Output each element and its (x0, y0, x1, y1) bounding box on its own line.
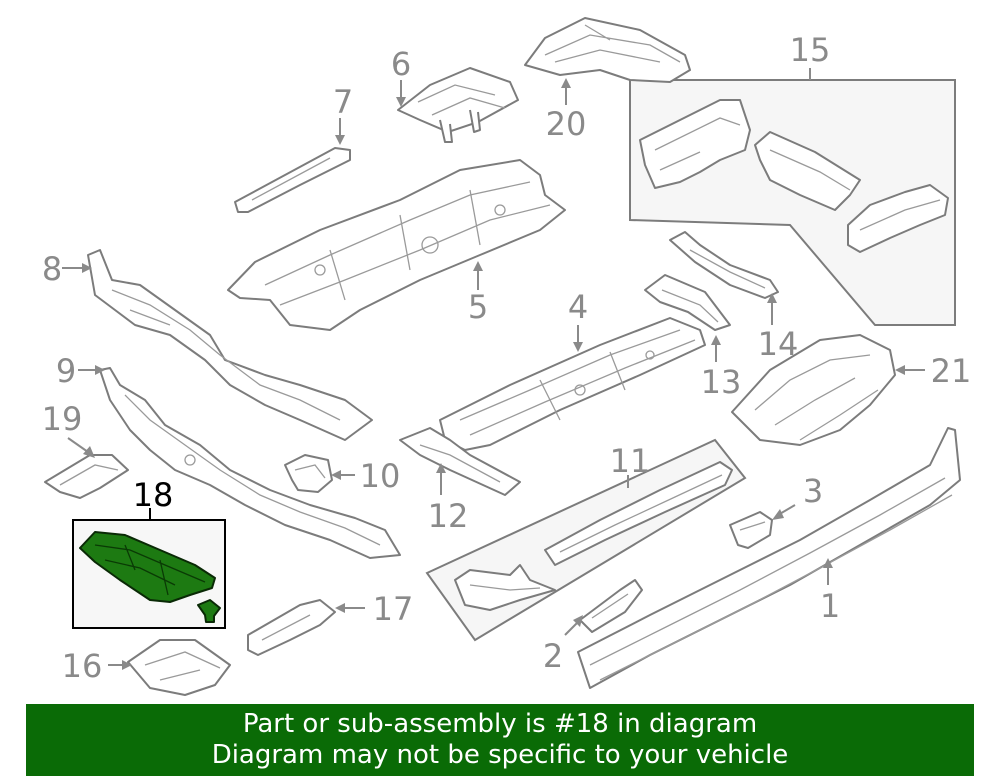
part-17[interactable] (247, 599, 336, 656)
part-9[interactable] (99, 367, 401, 559)
callout-2: 2 (543, 637, 563, 675)
part-8[interactable] (87, 249, 373, 441)
callout-7: 7 (333, 83, 353, 121)
callout-11: 11 (610, 442, 651, 480)
part-12[interactable] (399, 427, 521, 496)
part-5[interactable] (227, 159, 566, 331)
part-7[interactable] (234, 147, 351, 213)
part-4[interactable] (439, 317, 706, 451)
part-16[interactable] (127, 639, 231, 696)
callout-12: 12 (428, 497, 469, 535)
part-2[interactable] (579, 579, 643, 633)
banner-line-2: Diagram may not be specific to your vehi… (211, 740, 789, 770)
callout-4: 4 (568, 288, 588, 326)
callout-15: 15 (790, 31, 831, 69)
callout-1: 1 (820, 587, 840, 625)
banner-line-1: Part or sub-assembly is #18 in diagram (242, 709, 758, 739)
part-3[interactable] (729, 511, 773, 549)
part-19[interactable] (44, 454, 129, 499)
callout-13: 13 (701, 363, 742, 401)
callout-8: 8 (42, 250, 62, 288)
part-6[interactable] (397, 67, 519, 143)
part-20[interactable] (524, 17, 691, 83)
part-13[interactable] (644, 274, 731, 331)
part-11[interactable] (454, 461, 733, 611)
leader-lines (62, 68, 925, 670)
callout-21: 21 (931, 352, 972, 390)
callout-20: 20 (546, 105, 587, 143)
part-10[interactable] (284, 454, 333, 493)
callout-19: 19 (42, 400, 83, 438)
parts-diagram: 20 6 7 5 8 9 19 10 4 12 13 14 15 21 11 3… (42, 17, 972, 696)
callout-16: 16 (62, 647, 103, 685)
part-1[interactable] (577, 427, 961, 689)
callout-14: 14 (758, 325, 799, 363)
callout-18: 18 (133, 476, 174, 514)
callout-10: 10 (360, 457, 401, 495)
callout-6: 6 (391, 45, 411, 83)
part-21[interactable] (731, 334, 896, 446)
part-15[interactable] (639, 99, 949, 253)
info-banner: Part or sub-assembly is #18 in diagram D… (26, 704, 974, 776)
callout-9: 9 (56, 352, 76, 390)
callout-17: 17 (373, 590, 414, 628)
callout-3: 3 (803, 472, 823, 510)
part-18-highlighted[interactable] (79, 531, 221, 623)
part-14[interactable] (669, 231, 779, 299)
callout-5: 5 (468, 288, 488, 326)
